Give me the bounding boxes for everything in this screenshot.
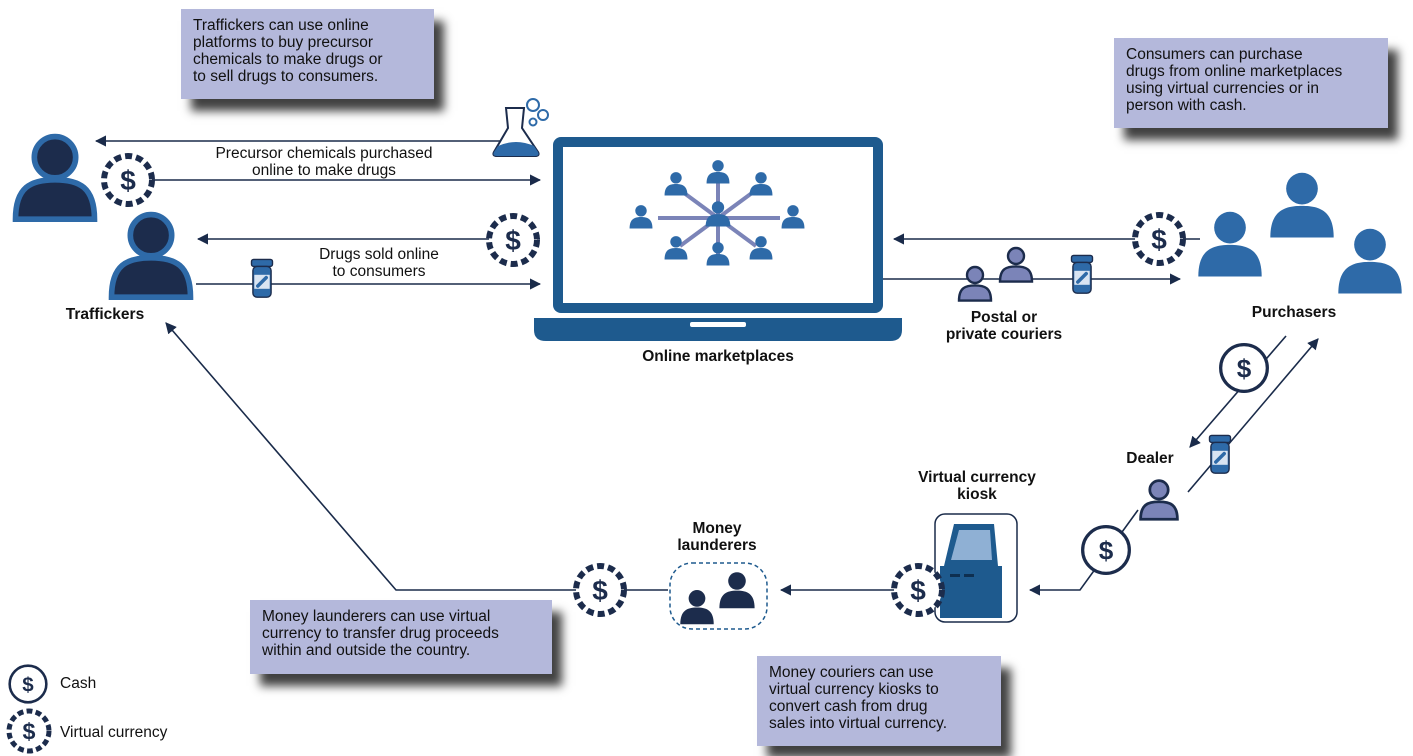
- trafficker-person-icon: [16, 137, 95, 220]
- legend-cash-label: Cash: [60, 675, 97, 692]
- cash-icon: [1081, 525, 1131, 575]
- cash-icon: [1219, 343, 1269, 393]
- consumers-callout: Consumers can purchase drugs from online…: [1114, 38, 1388, 128]
- money-launderers-label: Money launderers: [677, 520, 757, 554]
- virtual-currency-icon: [576, 566, 624, 614]
- flask-icon: [492, 98, 549, 157]
- traffickers-label: Traffickers: [65, 306, 145, 323]
- pill-bottle-icon: [1207, 433, 1233, 476]
- pill-bottle-icon: [1069, 253, 1095, 296]
- postal-couriers-label: Postal or private couriers: [945, 309, 1063, 343]
- precursor-label: Precursor chemicals purchased online to …: [215, 145, 433, 179]
- legend-cash-icon: [8, 664, 48, 704]
- traffickers-callout: Traffickers can use online platforms to …: [181, 9, 434, 99]
- courier-person-icon: [998, 246, 1034, 283]
- dealer-label: Dealer: [1126, 450, 1174, 467]
- drugs-sold-label: Drugs sold online to consumers: [319, 246, 439, 280]
- virtual-currency-icon: [489, 216, 537, 264]
- virtual-currency-icon: [1135, 215, 1183, 263]
- trafficker-person-icon: [112, 215, 191, 298]
- launderers-callout: Money launderers can use virtual currenc…: [250, 600, 552, 674]
- arrow-dealer-to-purchasers: [1187, 338, 1319, 493]
- virtual-currency-icon: [104, 156, 152, 204]
- courier-person-icon: [957, 265, 993, 302]
- legend-virtual-currency-label: Virtual currency: [60, 724, 168, 741]
- purchaser-person-icon: [1338, 228, 1402, 294]
- dealer-person-icon: [1139, 479, 1179, 521]
- network-graphic: [629, 160, 805, 266]
- purchaser-person-icon: [1270, 172, 1334, 238]
- virtual-currency-icon: [894, 566, 942, 614]
- online-marketplaces-label: Online marketplaces: [642, 348, 794, 365]
- couriers-callout: Money couriers can use virtual currency …: [757, 656, 1001, 746]
- kiosk-icon: [934, 513, 1018, 623]
- purchaser-person-icon: [1198, 211, 1262, 277]
- legend-virtual-currency-icon: [9, 711, 49, 751]
- kiosk-label: Virtual currency kiosk: [918, 469, 1036, 503]
- purchasers-label: Purchasers: [1251, 304, 1337, 321]
- pill-bottle-icon: [249, 257, 275, 300]
- money-launderers-group: [669, 562, 768, 630]
- arrow-launderers-to-traffickers: [165, 322, 668, 591]
